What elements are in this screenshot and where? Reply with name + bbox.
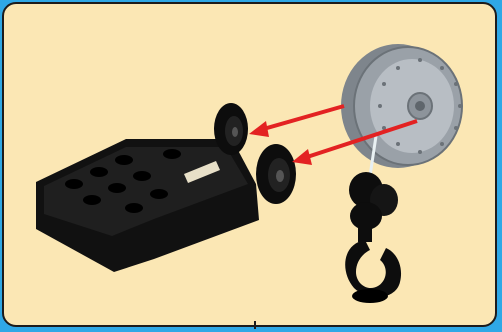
bottom-tick-mark — [254, 321, 256, 329]
pulley — [341, 44, 463, 168]
wheel-front — [256, 144, 296, 204]
hook — [345, 172, 402, 303]
insert-arrow-lower — [292, 119, 418, 165]
base-plate — [36, 139, 259, 272]
wheel-rear — [214, 103, 248, 155]
pulley-string — [368, 135, 378, 177]
assembly-illustration — [36, 44, 463, 303]
instruction-panel — [2, 2, 497, 327]
insert-arrow-upper — [249, 104, 345, 137]
